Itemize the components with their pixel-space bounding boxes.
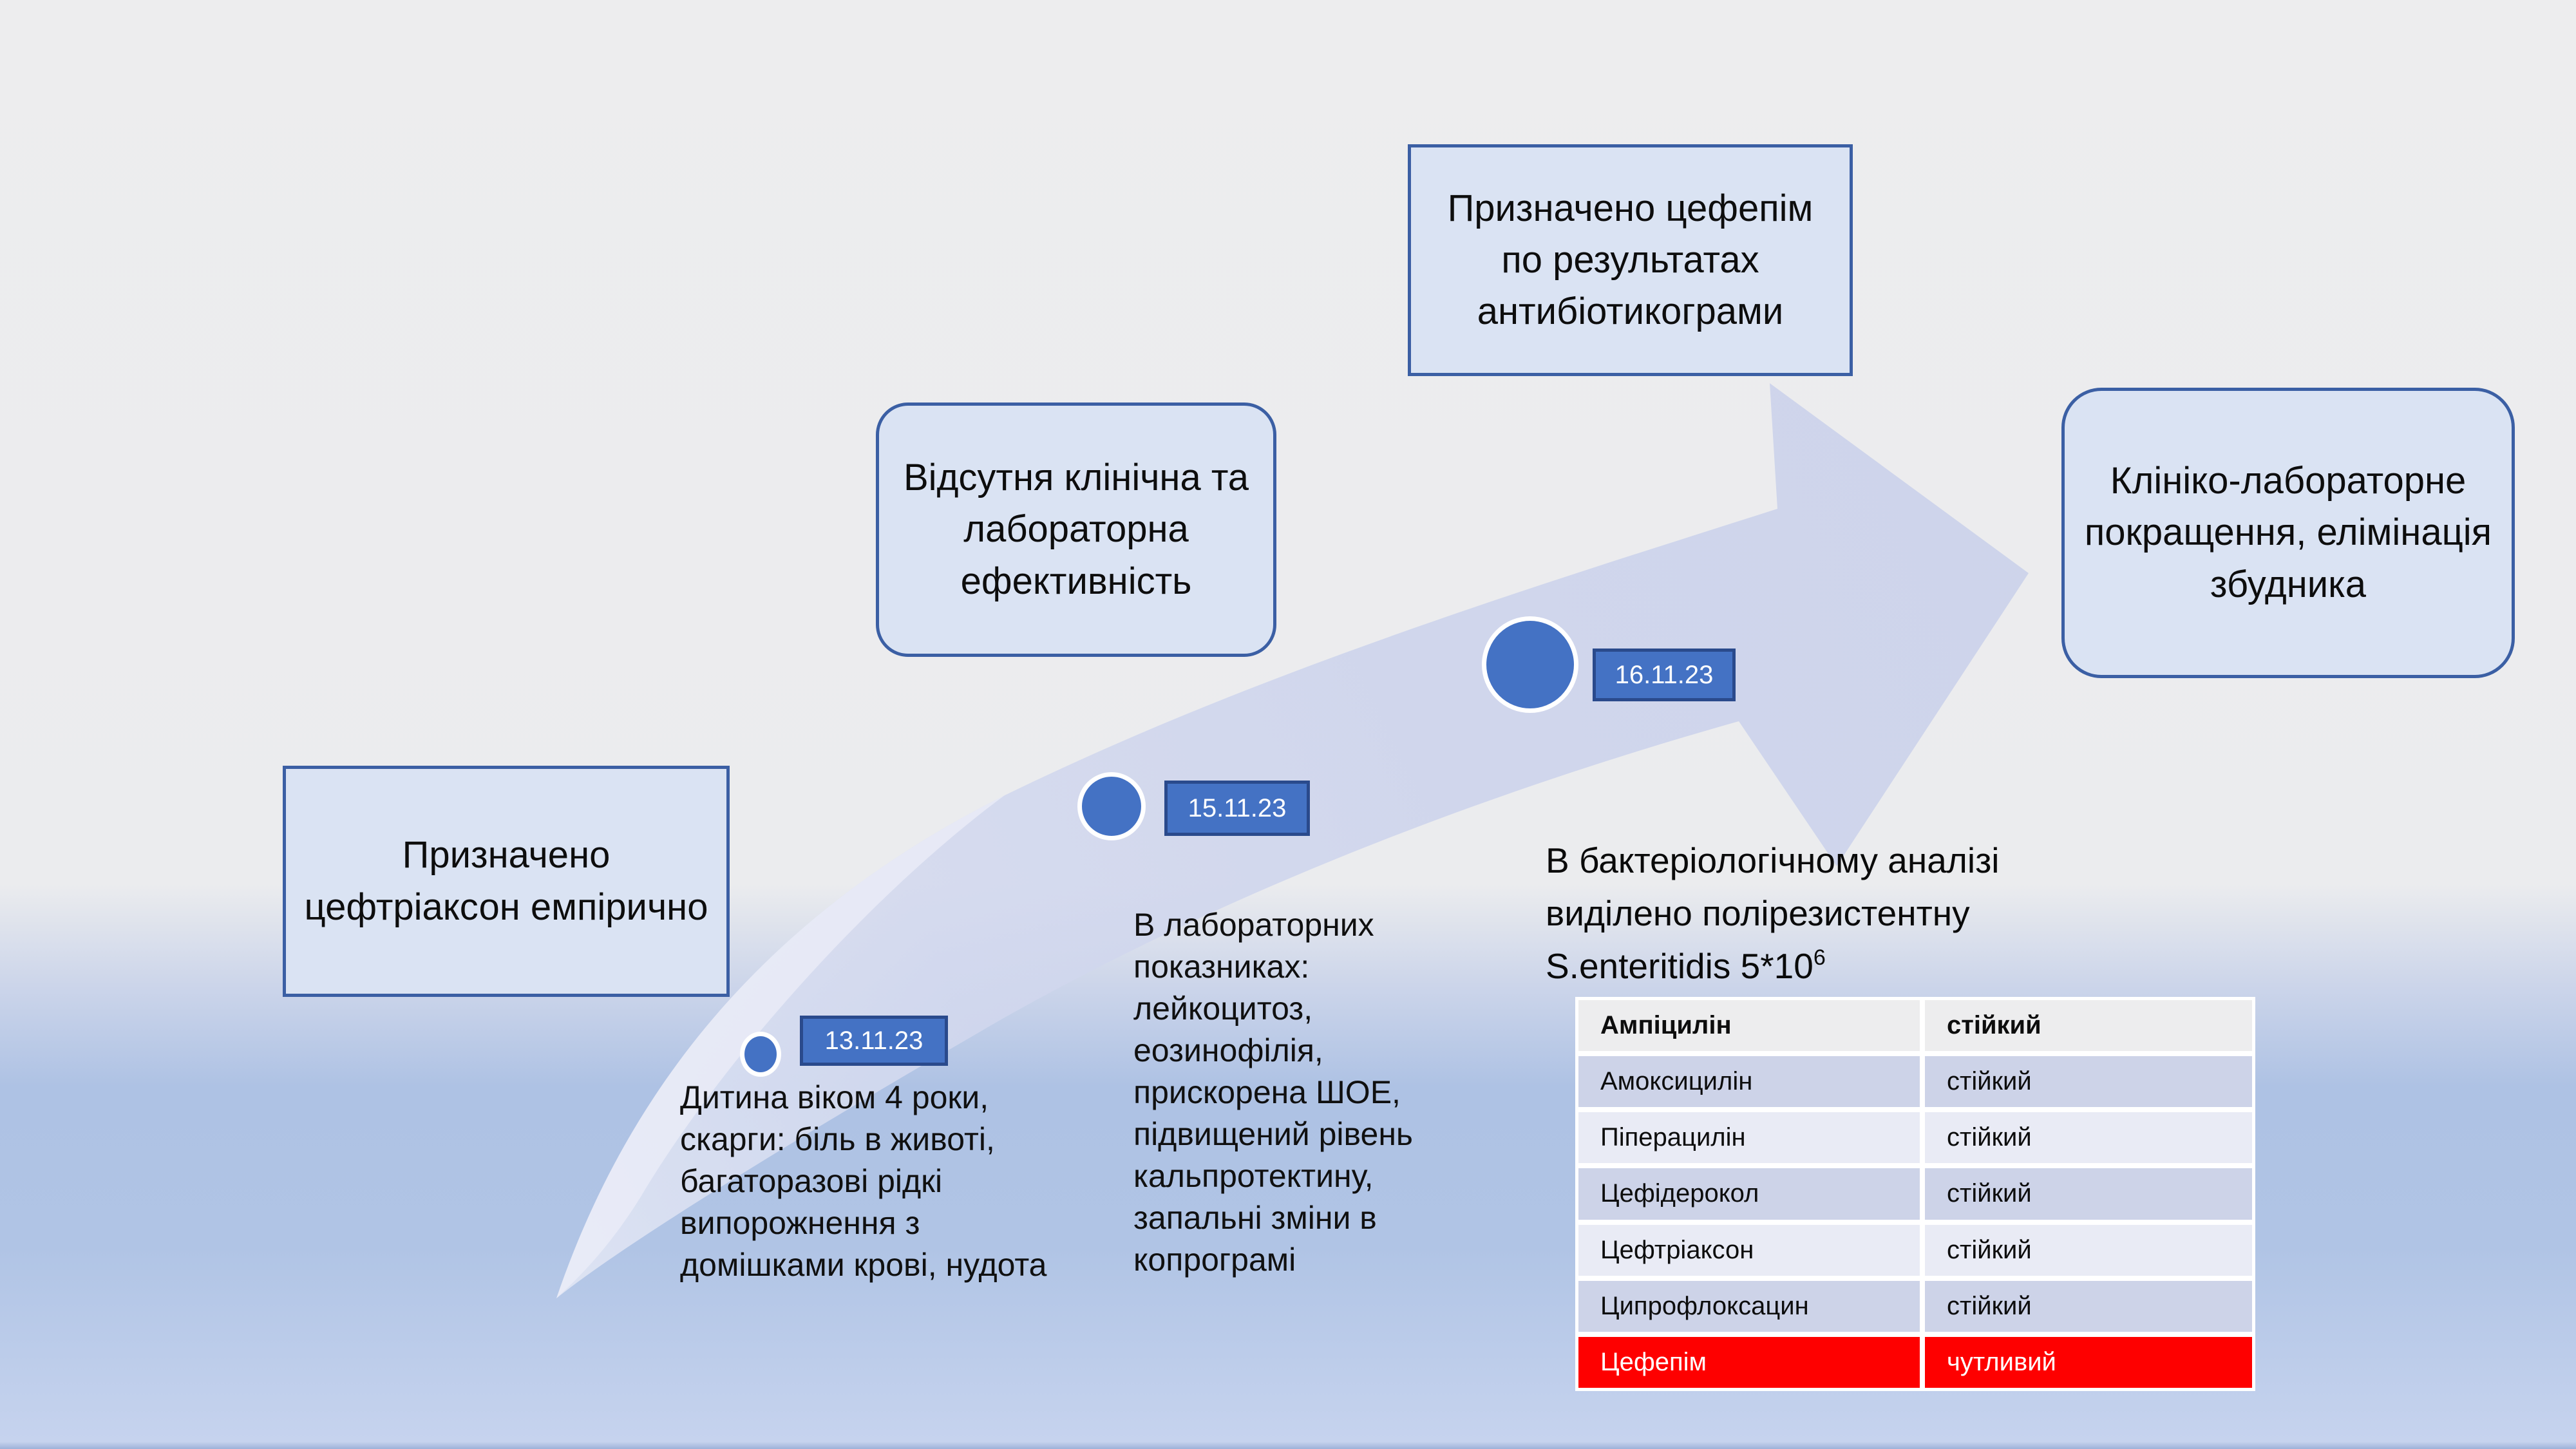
antibiogram-result-2: стійкий (1925, 1056, 2252, 1108)
date-badge-3: 16.11.23 (1593, 649, 1736, 701)
box-no-effectiveness: Відсутня клінічна та лабораторна ефектив… (876, 402, 1276, 657)
bacteriology-note: В бактеріологічному аналізі виділено пол… (1546, 835, 2112, 993)
date-badge-1-label: 13.11.23 (824, 1026, 923, 1055)
bacteriology-line-3: S.enteritidis 5*106 (1546, 945, 1826, 986)
arrow-tail-highlight (556, 795, 1005, 1298)
antibiogram-result-6: стійкий (1925, 1280, 2252, 1332)
antibiogram-result-1: стійкий (1925, 1000, 2252, 1052)
date-badge-2-label: 15.11.23 (1188, 793, 1287, 822)
bacteriology-line-1: В бактеріологічному аналізі (1546, 840, 2000, 880)
milestone-dot-2 (1077, 772, 1146, 840)
bacteriology-exponent: 6 (1813, 945, 1826, 970)
box-clinical-outcome: Клініко-лабораторне покращення, елімінац… (2061, 388, 2515, 678)
antibiogram-drug-6: Ципрофлоксацин (1578, 1280, 1920, 1332)
box-ceftriaxone-empiric: Призначено цефтріаксон емпірично (283, 766, 730, 997)
milestone-1-description: Дитина віком 4 роки, скарги: біль в живо… (680, 1079, 1047, 1283)
box-no-effectiveness-label: Відсутня клінічна та лабораторна ефектив… (904, 457, 1249, 602)
date-badge-3-label: 16.11.23 (1615, 660, 1714, 689)
date-badge-2: 15.11.23 (1164, 781, 1310, 836)
antibiogram-result-5: стійкий (1925, 1224, 2252, 1276)
antibiogram-drug-4: Цефідерокол (1578, 1168, 1920, 1220)
box-cefepime-prescribed: Призначено цефепім по результатах антибі… (1408, 144, 1853, 376)
arrow-body (556, 383, 2029, 1298)
bacteriology-line-2: виділено полірезистентну (1546, 893, 1970, 933)
antibiogram-drug-3: Піперацилін (1578, 1112, 1920, 1164)
antibiogram-drug-5: Цефтріаксон (1578, 1224, 1920, 1276)
antibiogram-result-4: стійкий (1925, 1168, 2252, 1220)
milestone-dot-1 (740, 1032, 781, 1077)
date-badge-1: 13.11.23 (800, 1016, 948, 1066)
antibiogram-drug-2: Амоксицилін (1578, 1056, 1920, 1108)
milestone-dot-3 (1482, 616, 1578, 713)
antibiogram-drug-1: Ампіцилін (1578, 1000, 1920, 1052)
box-cefepime-prescribed-label: Призначено цефепім по результатах антибі… (1447, 187, 1814, 333)
antibiogram-drug-7: Цефепім (1578, 1336, 1920, 1388)
box-clinical-outcome-label: Клініко-лабораторне покращення, елімінац… (2084, 460, 2492, 605)
antibiogram-result-7: чутливий (1925, 1336, 2252, 1388)
antibiogram-result-3: стійкий (1925, 1112, 2252, 1164)
box-ceftriaxone-empiric-label: Призначено цефтріаксон емпірично (304, 834, 708, 928)
milestone-2-description: В лабораторних показниках: лейкоцитоз, е… (1133, 907, 1413, 1278)
